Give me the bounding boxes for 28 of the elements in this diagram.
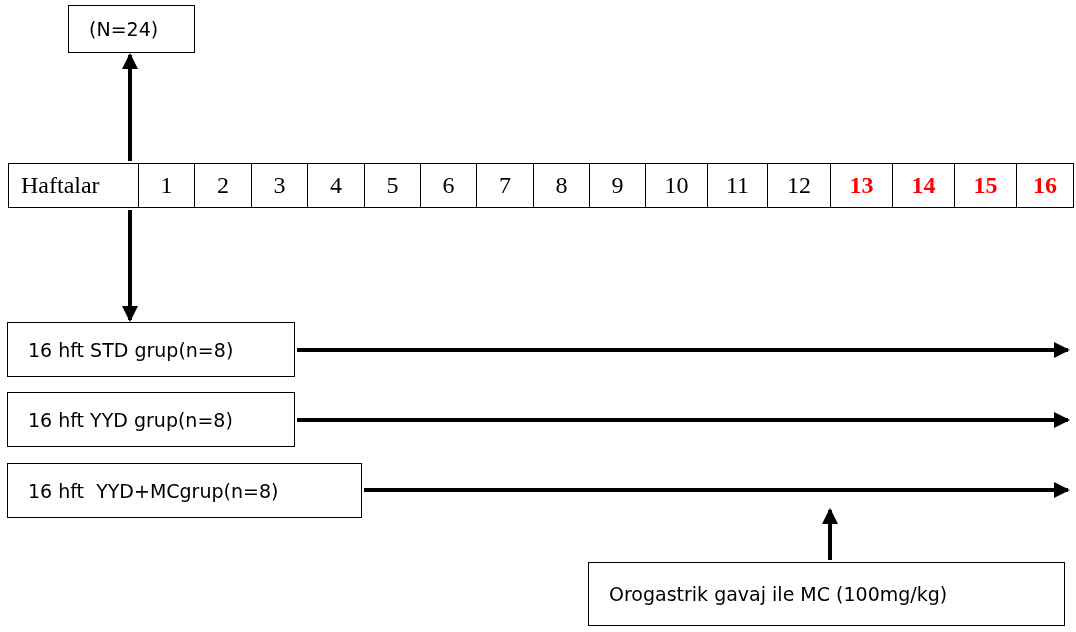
week-cell: 5 <box>364 163 421 208</box>
arrow <box>297 342 1070 358</box>
week-cell: 9 <box>589 163 646 208</box>
week-cell: Haftalar <box>8 163 139 208</box>
arrow <box>822 508 838 560</box>
arrow <box>122 53 138 161</box>
arrow <box>122 210 138 322</box>
week-cell: 11 <box>707 163 768 208</box>
count-box: (N=24) <box>68 5 195 53</box>
week-cell: 8 <box>533 163 590 208</box>
week-cell: 7 <box>476 163 534 208</box>
group-box: 16 hft YYD+MCgrup(n=8) <box>7 463 362 518</box>
arrow <box>297 412 1070 428</box>
arrow <box>364 482 1070 498</box>
week-cell: 12 <box>767 163 831 208</box>
week-cell: 10 <box>645 163 708 208</box>
week-cell: 3 <box>251 163 308 208</box>
week-cell: 1 <box>138 163 195 208</box>
week-cell: 13 <box>830 163 893 208</box>
note-box: Orogastrik gavaj ile MC (100mg/kg) <box>588 562 1065 626</box>
week-cell: 15 <box>954 163 1017 208</box>
group-box: 16 hft STD grup(n=8) <box>7 322 295 377</box>
week-cell: 4 <box>307 163 365 208</box>
week-cell: 14 <box>892 163 955 208</box>
week-cell: 6 <box>420 163 477 208</box>
week-cell: 2 <box>194 163 252 208</box>
group-box: 16 hft YYD grup(n=8) <box>7 392 295 447</box>
week-cell: 16 <box>1016 163 1074 208</box>
